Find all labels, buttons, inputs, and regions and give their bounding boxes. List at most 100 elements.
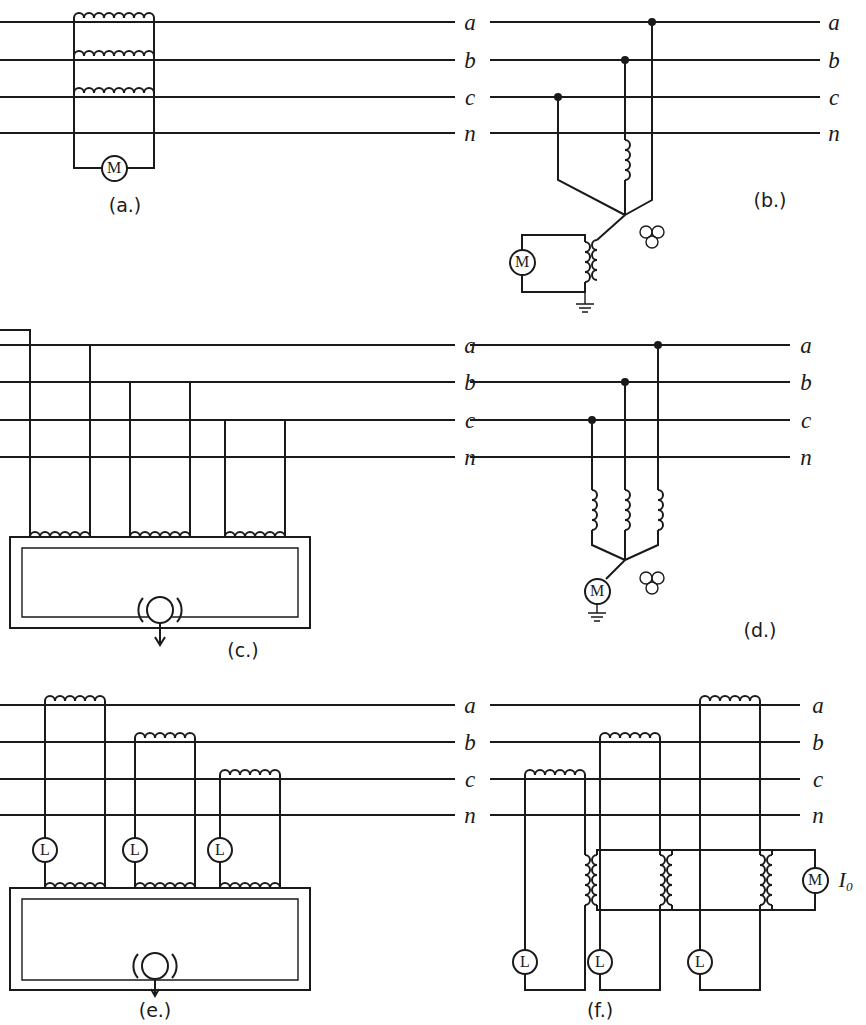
pt-wire <box>592 345 658 579</box>
line-label: c <box>801 409 811 432</box>
ct-coil <box>135 733 195 738</box>
node-text: L <box>595 954 605 970</box>
aux-coil <box>667 855 672 905</box>
line-label: a <box>464 334 476 357</box>
aux-coil <box>592 855 597 905</box>
current-label: I₀ <box>839 869 854 891</box>
ct-coil <box>30 532 90 537</box>
pt-wire <box>558 22 652 240</box>
node-text: M <box>590 583 604 599</box>
ct-coil <box>700 696 760 701</box>
line-label: n <box>464 804 476 827</box>
circle-outline <box>33 838 57 862</box>
circle-outline <box>803 868 828 893</box>
line-label: b <box>812 731 824 754</box>
line-label: b <box>464 49 476 72</box>
line-label: c <box>813 768 823 791</box>
ct-coil <box>74 88 154 93</box>
panel-c <box>0 330 455 645</box>
node-text: M <box>107 160 121 176</box>
aux-coil <box>760 855 765 905</box>
core-balance-loop <box>10 537 310 628</box>
line-label: a <box>800 334 812 357</box>
bus-lines <box>0 705 455 815</box>
relay-symbol <box>133 954 176 996</box>
aux-coil <box>45 883 105 888</box>
node-text: M <box>808 872 822 888</box>
broken-delta-symbol <box>646 236 658 248</box>
residual-wire <box>597 850 815 910</box>
core-balance-loop <box>22 899 298 980</box>
secondary-coil <box>585 242 590 282</box>
pt-coil <box>625 490 630 530</box>
line-label: n <box>800 446 812 469</box>
conductor-wire <box>0 330 285 537</box>
line-label: n <box>812 804 824 827</box>
line-label: n <box>464 446 476 469</box>
line-label: c <box>829 86 839 109</box>
meter-circle: M <box>802 867 829 894</box>
bus-lines <box>490 705 800 815</box>
ct-wire <box>45 701 280 888</box>
pt-coil <box>592 240 597 280</box>
node-text: L <box>215 842 225 858</box>
ground-symbol <box>588 603 606 621</box>
ct-loop <box>525 701 760 990</box>
load-circle: L <box>512 949 538 975</box>
ct-coil <box>45 696 105 701</box>
ct-coil <box>225 532 285 537</box>
node-text: L <box>130 842 140 858</box>
ct-coil <box>220 770 280 775</box>
circle-outline <box>208 838 232 862</box>
line-label: n <box>464 122 476 145</box>
broken-delta-symbol <box>646 582 658 594</box>
aux-coil <box>220 883 280 888</box>
circle-outline <box>513 950 537 974</box>
panel-caption: (b.) <box>754 191 787 210</box>
line-label: a <box>464 694 476 717</box>
circle-outline <box>688 950 712 974</box>
ct-coil <box>130 532 190 537</box>
circle-outline <box>585 579 610 604</box>
circle-outline <box>123 838 147 862</box>
pt-coil <box>658 490 663 530</box>
line-label: a <box>812 694 824 717</box>
load-circle: L <box>587 949 613 975</box>
load-circle: L <box>207 837 233 863</box>
panel-caption: (e.) <box>139 1001 172 1020</box>
ct-coil <box>525 770 585 775</box>
aux-coil <box>135 883 195 888</box>
meter-circle: M <box>101 155 128 182</box>
line-label: b <box>828 49 840 72</box>
panel-caption: (f.) <box>587 1001 613 1020</box>
bus-lines <box>0 345 455 457</box>
line-label: c <box>465 409 475 432</box>
ct-coil <box>74 51 154 56</box>
line-label: a <box>828 11 840 34</box>
panel-e <box>0 696 455 996</box>
panel-a <box>0 13 455 168</box>
line-label: c <box>465 768 475 791</box>
load-circle: L <box>687 949 713 975</box>
pt-coil <box>592 490 597 530</box>
relay-symbol <box>147 597 173 623</box>
relay-symbol <box>142 953 168 979</box>
panel-caption: (c.) <box>227 641 258 660</box>
node-text: L <box>695 954 705 970</box>
aux-coil <box>585 855 590 905</box>
ct-coil <box>74 13 154 18</box>
aux-coil <box>767 855 772 905</box>
node-text: L <box>520 954 530 970</box>
aux-coil <box>660 855 665 905</box>
meter-circle: M <box>584 578 611 605</box>
panel-caption: (d.) <box>744 621 777 640</box>
line-label: n <box>828 122 840 145</box>
bus-lines <box>0 22 455 133</box>
ground-symbol <box>576 292 594 312</box>
node-text: M <box>515 254 529 270</box>
panel-caption: (a.) <box>109 196 142 215</box>
line-label: a <box>464 11 476 34</box>
panel-f <box>490 696 815 990</box>
